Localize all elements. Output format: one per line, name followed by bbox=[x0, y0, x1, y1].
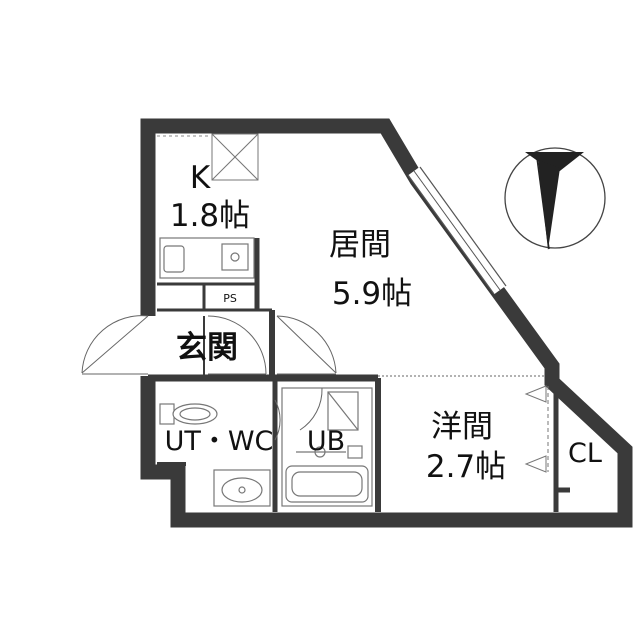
toilet-name: UT・WC bbox=[165, 426, 274, 457]
kitchen-name: K bbox=[190, 160, 211, 196]
entrance-opening-left bbox=[139, 316, 158, 376]
kitchen-storage bbox=[211, 133, 259, 181]
bath-name: UB bbox=[307, 426, 345, 457]
ps-label: PS bbox=[223, 292, 237, 305]
entrance-inner-door bbox=[207, 315, 267, 375]
diagonal-window bbox=[407, 166, 507, 295]
entrance-door-right bbox=[276, 315, 337, 375]
entrance-door-left bbox=[81, 315, 149, 375]
kitchen-size: 1.8帖 bbox=[170, 198, 250, 234]
ub-door bbox=[299, 387, 323, 431]
living-size: 5.9帖 bbox=[332, 276, 412, 312]
western-name: 洋間 bbox=[431, 409, 493, 445]
entrance-name: 玄関 bbox=[176, 330, 238, 366]
north-arrow-icon bbox=[504, 147, 606, 250]
bathtub-fixture bbox=[281, 387, 373, 507]
outer-wall bbox=[140, 118, 633, 528]
closet-doors bbox=[524, 385, 549, 473]
living-name: 居間 bbox=[329, 227, 391, 263]
toilet-fixture bbox=[159, 403, 218, 425]
washbasin-fixture bbox=[213, 469, 271, 507]
western-size: 2.7帖 bbox=[426, 449, 506, 485]
closet-name: CL bbox=[568, 438, 602, 469]
kitchen-counter bbox=[159, 237, 255, 279]
ut-door bbox=[274, 399, 281, 441]
